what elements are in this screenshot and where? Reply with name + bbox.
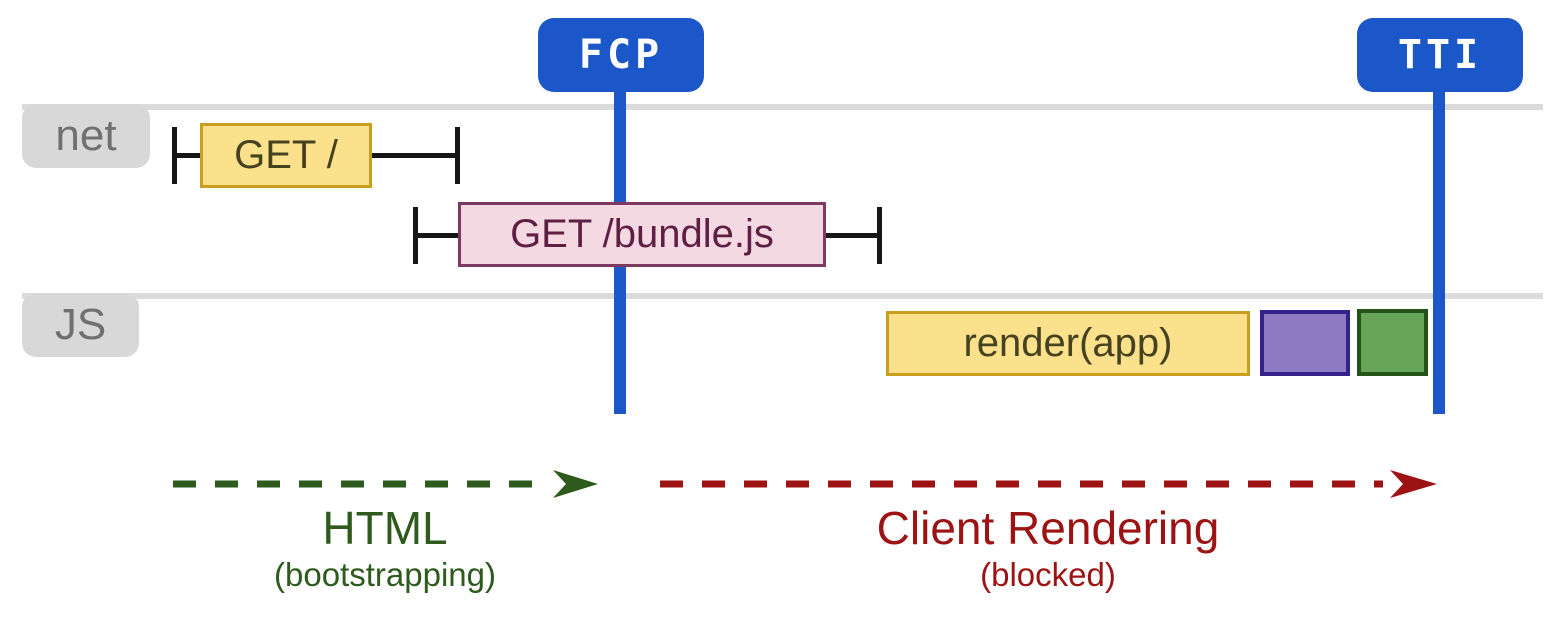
get-bundle-whisker-start-cap <box>413 207 418 264</box>
js-task-purple <box>1260 310 1350 376</box>
get-bundle-whisker-end-cap <box>877 207 882 264</box>
net-lane-label-text: net <box>55 111 117 160</box>
network-request-get-root: GET / <box>200 123 372 188</box>
tti-timeline-marker-line <box>1433 86 1445 414</box>
client-rendering-phase-arrow <box>660 470 1437 498</box>
net-lane-line <box>22 104 1543 110</box>
js-lane-label-text: JS <box>54 300 107 349</box>
fcp-badge: FCP <box>538 18 704 92</box>
client-rendering-phase-subtitle: (blocked) <box>980 556 1116 593</box>
js-lane-label: JS <box>22 293 139 357</box>
tti-badge-label: TTI <box>1397 32 1483 78</box>
html-phase-subtitle: (bootstrapping) <box>274 556 496 593</box>
network-request-get-bundle-js: GET /bundle.js <box>458 202 826 267</box>
html-phase-arrow <box>173 470 598 498</box>
tti-badge: TTI <box>1357 18 1523 92</box>
get-root-label: GET / <box>234 133 338 177</box>
js-lane-line <box>22 293 1543 299</box>
render-app-label: render(app) <box>963 321 1173 365</box>
net-lane-label: net <box>22 104 150 168</box>
client-rendering-phase-label: Client Rendering (blocked) <box>658 502 1438 596</box>
fcp-badge-label: FCP <box>578 32 664 78</box>
js-task-green <box>1357 309 1428 376</box>
client-rendering-phase-title: Client Rendering <box>876 502 1220 554</box>
html-phase-title: HTML <box>322 502 448 554</box>
html-phase-label: HTML (bootstrapping) <box>173 502 597 596</box>
get-root-whisker-start-cap <box>172 127 177 184</box>
get-bundle-label: GET /bundle.js <box>510 212 774 256</box>
js-task-render-app: render(app) <box>886 311 1250 376</box>
get-root-whisker-end-cap <box>455 127 460 184</box>
